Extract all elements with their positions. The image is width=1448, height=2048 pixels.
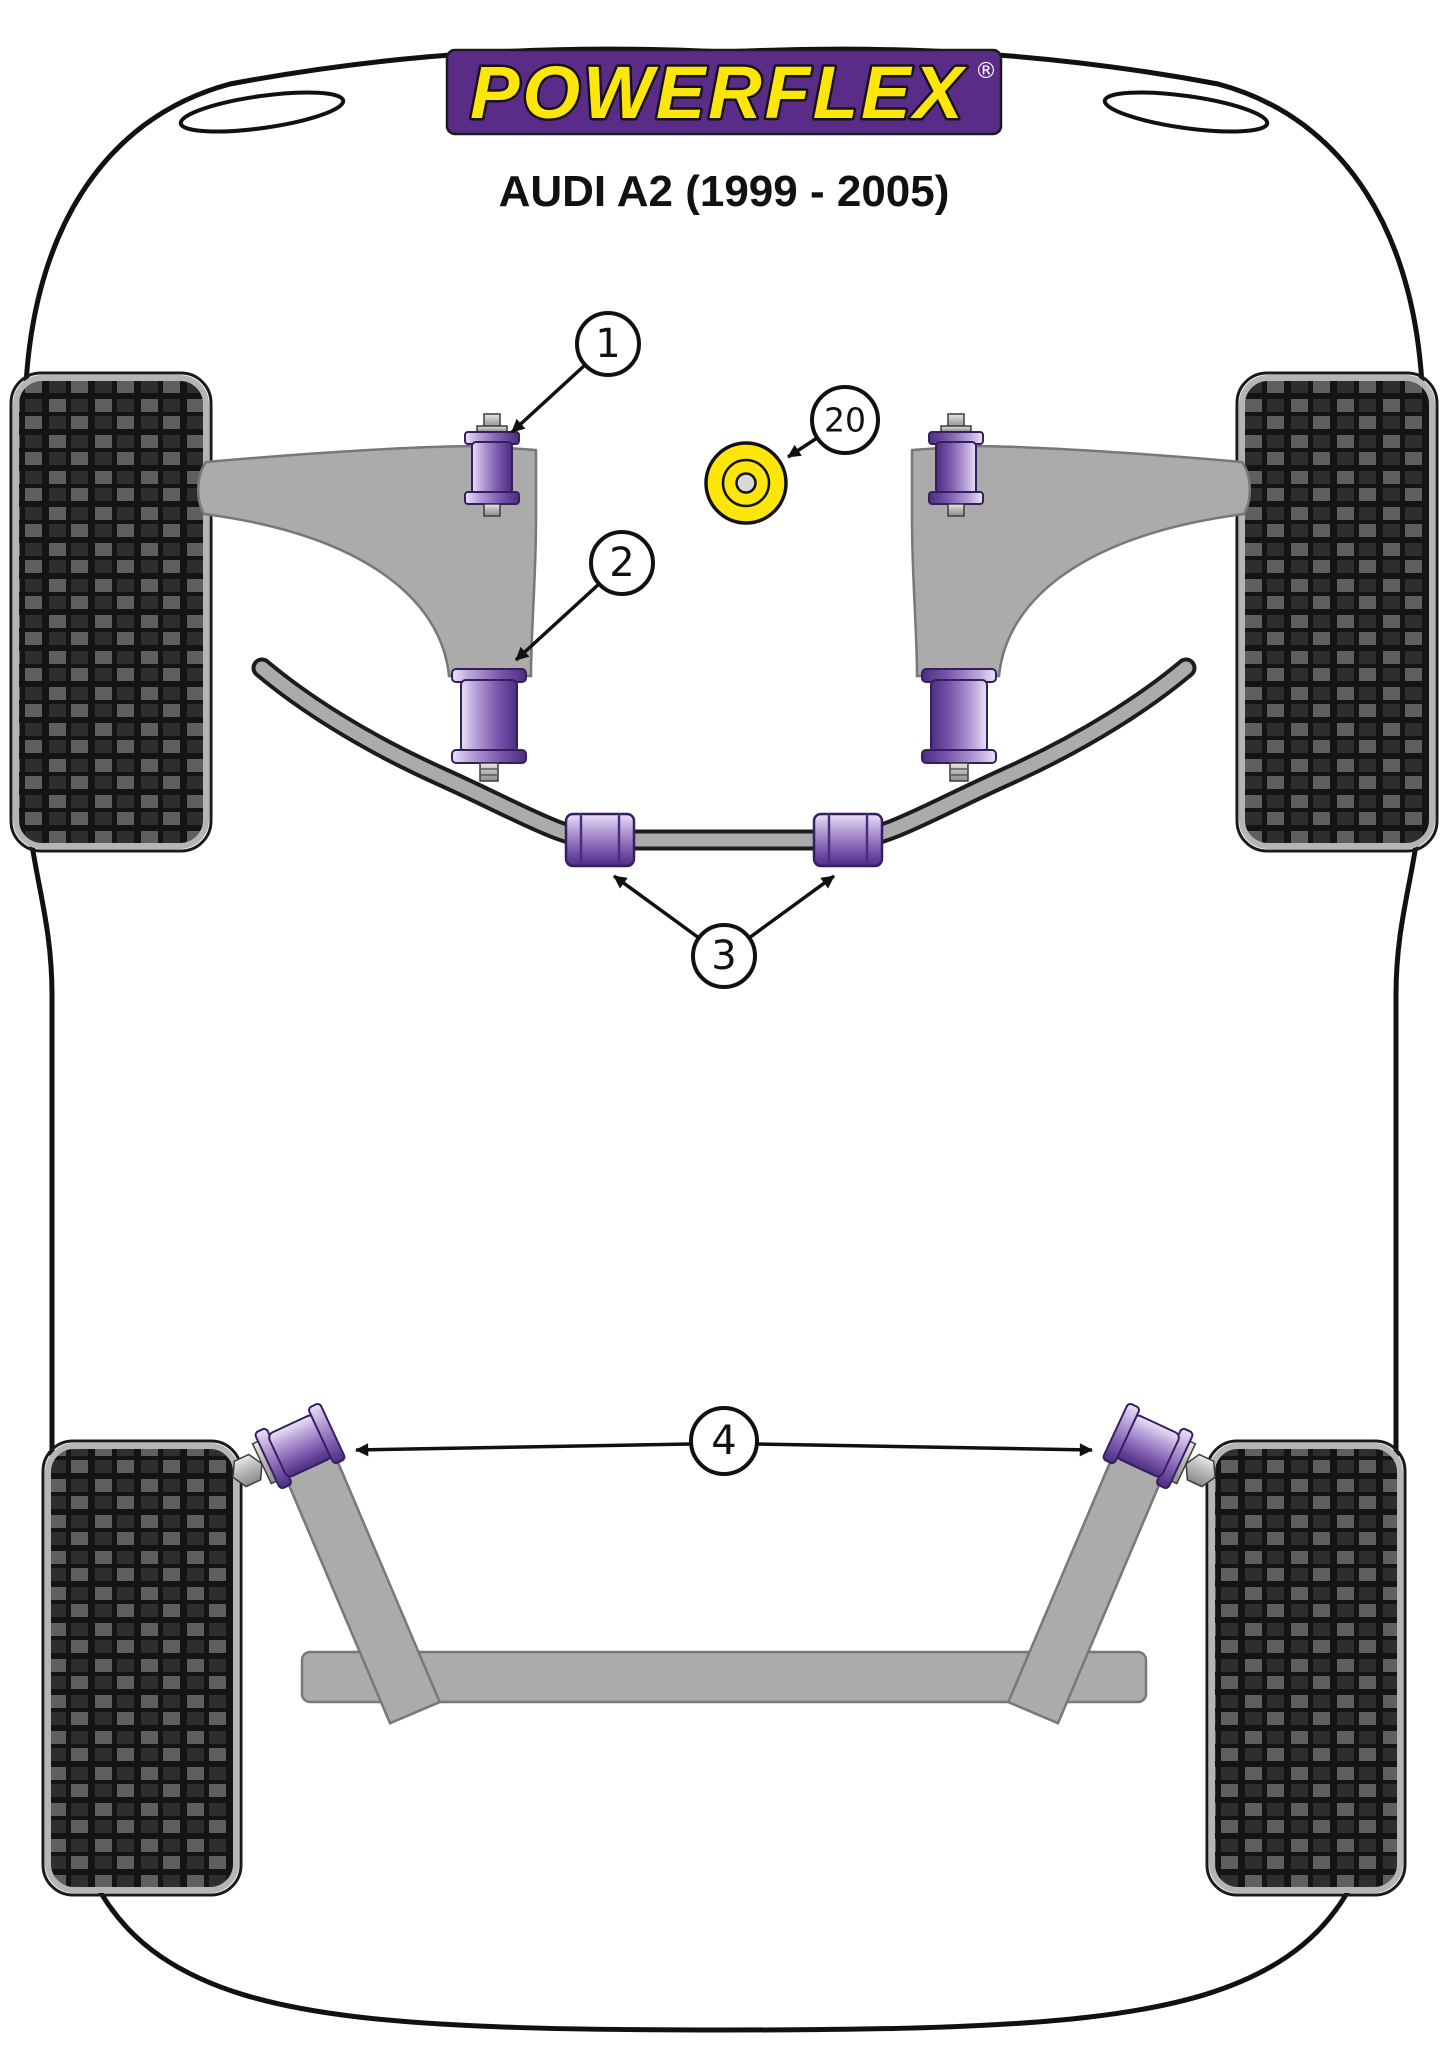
callout-1-arrow (510, 363, 587, 434)
callout-4: 4 (355, 1406, 1093, 1476)
callout-2-label: 2 (609, 540, 634, 586)
callout-3-arrow-right (747, 874, 836, 940)
vehicle-title: AUDI A2 (1999 - 2005) (499, 167, 950, 216)
callout-20-circle (810, 385, 880, 455)
callout-3: 3 (612, 874, 836, 989)
anti-roll-bar-bush-left (564, 812, 636, 868)
callout-2-circle (589, 530, 655, 596)
brand-logo-text: POWERFLEX (470, 51, 967, 134)
headlight-left-shape (178, 90, 346, 134)
callout-2: 2 (514, 530, 655, 662)
callout-4-label: 4 (711, 1418, 736, 1464)
callout-20-label: 20 (824, 401, 866, 440)
brand-logo-background (445, 48, 1003, 136)
callout-3-circle (691, 923, 757, 989)
callout-3-label: 3 (711, 933, 736, 979)
anti-roll-bar (251, 657, 1197, 851)
callout-1-circle (575, 311, 641, 377)
callout-1-label: 1 (595, 321, 620, 367)
callout-4-arrow-left (355, 1442, 692, 1457)
callout-3-arrow-left (612, 874, 701, 940)
anti-roll-bar-bush-right (812, 812, 884, 868)
brand-registered-mark: ® (975, 59, 997, 84)
brand-logo: POWERFLEX ® (445, 48, 1003, 137)
callout-20-arrow (787, 436, 818, 459)
rear-axle-beam (300, 1650, 1148, 1704)
wheel-front-right (1235, 371, 1439, 853)
callout-1: 1 (510, 311, 641, 434)
callout-4-arrow-right (756, 1442, 1093, 1457)
headlight-right-shape (1102, 90, 1270, 134)
engine-mount-bush-bolt (735, 472, 757, 494)
callout-2-arrow (514, 582, 601, 662)
wheel-rear-right (1205, 1439, 1407, 1897)
callout-20: 20 (787, 385, 880, 459)
engine-mount-bush (704, 441, 788, 525)
callout-4-circle (689, 1406, 759, 1476)
wheel-rear-left (41, 1439, 243, 1897)
wheel-front-left (9, 371, 213, 853)
